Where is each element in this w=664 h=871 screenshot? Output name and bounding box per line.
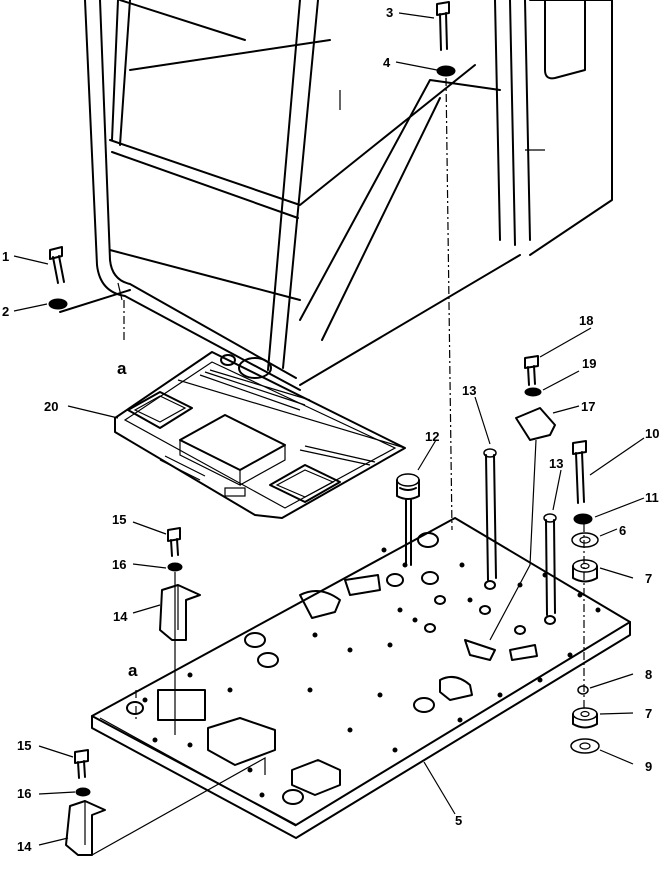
callout-9: 9 <box>645 759 652 774</box>
callout-labels: 1 2 3 4 5 6 7 7 8 9 10 11 12 13 13 14 14… <box>2 5 659 854</box>
callout-1: 1 <box>2 249 9 264</box>
callout-6: 6 <box>619 523 626 538</box>
floor-plate <box>91 517 631 839</box>
callout-18: 18 <box>579 313 593 328</box>
marker-a-upper: a <box>117 359 127 378</box>
callout-12: 12 <box>425 429 439 444</box>
floor-mat <box>114 351 406 519</box>
callout-14-upper: 14 <box>113 609 128 624</box>
callout-17: 17 <box>581 399 595 414</box>
callout-5: 5 <box>455 813 462 828</box>
callout-8: 8 <box>645 667 652 682</box>
callout-11: 11 <box>645 490 659 505</box>
marker-a-lower: a <box>128 661 138 680</box>
callout-7-lower: 7 <box>645 706 652 721</box>
cab-frame <box>59 0 613 391</box>
callout-15-upper: 15 <box>112 512 126 527</box>
callout-16-lower: 16 <box>17 786 31 801</box>
leader-lines <box>13 12 645 846</box>
callout-20: 20 <box>44 399 58 414</box>
callout-3: 3 <box>386 5 393 20</box>
callout-15-lower: 15 <box>17 738 31 753</box>
hardware <box>48 1 600 856</box>
callout-4: 4 <box>383 55 391 70</box>
callout-14-lower: 14 <box>17 839 32 854</box>
callout-13-left: 13 <box>462 383 476 398</box>
callout-19: 19 <box>582 356 596 371</box>
callout-16-upper: 16 <box>112 557 126 572</box>
callout-10: 10 <box>645 426 659 441</box>
callout-13-right: 13 <box>549 456 563 471</box>
callout-2: 2 <box>2 304 9 319</box>
callout-7-upper: 7 <box>645 571 652 586</box>
alignment-lines <box>123 77 585 735</box>
